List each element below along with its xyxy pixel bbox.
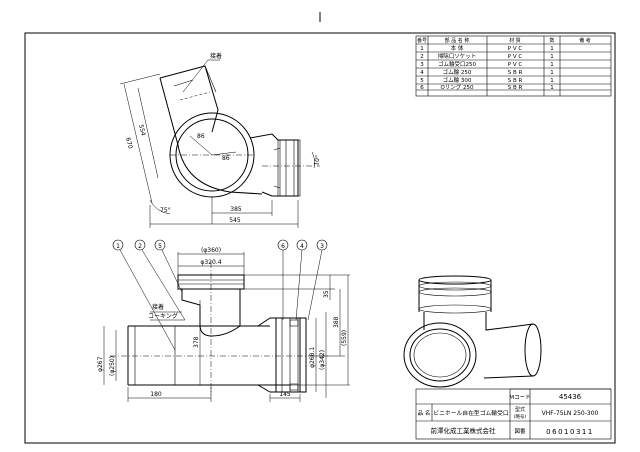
dim-388: 388 [333,316,340,328]
row-5-no: 5 [420,78,424,84]
dim-385: 385 [230,206,242,213]
th-note: 備 考 [579,37,591,44]
callout-5-label: 5 [158,243,162,250]
row-5-material: S B R [508,78,523,84]
side-weld-label: 接着 [210,52,222,60]
mcode-value: 45436 [559,393,582,401]
callout-1-label: 1 [116,243,120,250]
model-sub-label: (略号) [514,413,527,420]
callout-5 [154,239,166,251]
row-3-qty: 1 [550,62,554,68]
row-5-name: ゴム輪 300 [443,76,472,84]
row-3-no: 3 [420,62,424,68]
row-5-qty: 1 [550,78,554,84]
dim-554: 554 [137,124,147,137]
th-name: 部 品 名 称 [445,37,470,44]
dim-right-a: φ268.1 [309,347,316,368]
caulking-label: コーキング [148,312,178,320]
row-1-no: 1 [420,46,424,52]
dim-10deg: 10° [313,155,322,167]
dim-670: 670 [124,137,134,150]
side-view: 86 86 接着 670 554 75° 10° 385 545 [119,52,322,228]
dim-180: 180 [150,391,162,398]
row-2-no: 2 [420,54,424,60]
dim-378: 378 [193,336,200,348]
model-label: 型式 [515,406,525,413]
dim-r86b: 86 [222,155,230,162]
dim-35: 35 [323,290,330,298]
row-3-material: P V C [508,62,523,68]
row-3-name: ゴム輪受口250 [438,60,476,68]
th-qty: 数 [549,37,554,44]
row-2-qty: 1 [550,54,554,60]
row-6-no: 6 [420,85,424,91]
row-6-qty: 1 [550,85,554,91]
row-2-name: 掃除口ソケット [438,52,477,60]
dim-545: 545 [229,217,241,224]
row-4-name: ゴム輪 250 [443,68,472,76]
product-name: ビニホール自在型ゴム輪受口 [433,409,509,417]
dim-r86a: 86 [197,133,205,140]
dim-right-b: (φ342) [319,350,326,370]
th-no: 番号 [417,37,427,44]
row-4-material: S B R [508,70,523,76]
front-weld-label: 接着 [152,303,164,311]
name-label: 品 名 [418,409,431,417]
iso-outlet-inner [409,328,471,382]
row-4-qty: 1 [550,70,554,76]
isometric-view [403,275,542,388]
front-view: 1 2 5 6 4 3 接着 コーキング [97,239,350,402]
callout-2-label: 2 [138,243,142,250]
drawing-no-label: 図番 [514,428,526,435]
th-material: 材 質 [509,37,521,44]
callout-4-label: 4 [300,243,304,250]
row-2-material: P V C [508,54,523,60]
dim-559: (559) [341,330,348,346]
dim-top-inner: φ320.4 [200,259,221,266]
callout-3-label: 3 [320,243,324,250]
model-value: VHF-75LN 250-300 [542,410,599,417]
drawing-border [24,32,616,444]
row-1-name: 本 体 [451,44,464,52]
mcode-label: Mコード [509,394,530,401]
row-1-qty: 1 [550,46,554,52]
row-6-material: S B R [508,85,523,91]
dim-145: 145 [279,391,291,398]
drawing-no-value: 06010311 [546,428,594,436]
callout-2 [134,239,146,251]
title-block: Mコード 45436 品 名 ビニホール自在型ゴム輪受口 型式 (略号) VHF… [415,388,612,440]
row-4-no: 4 [420,70,424,76]
dim-75deg: 75° [160,207,171,214]
dim-top-outer: (φ360) [201,247,221,254]
company-name: 前澤化成工業株式会社 [431,426,497,435]
dim-left-inner: (φ250) [109,356,116,376]
callout-1 [112,239,124,251]
callout-6-label: 6 [281,243,285,250]
row-6-name: Oリング 250 [440,83,474,91]
parts-table: 番号 部 品 名 称 材 質 数 備 考 1 本 体 P V C 1 2 掃除口… [415,35,612,97]
iso-outlet-outer [403,322,477,388]
row-1-material: P V C [508,46,523,52]
dim-left-outer: φ267 [97,356,104,372]
